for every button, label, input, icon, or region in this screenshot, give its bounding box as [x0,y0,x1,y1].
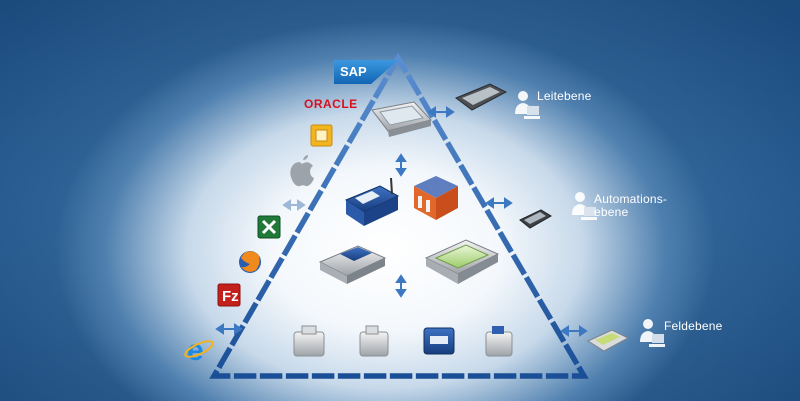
din-rail-module-icon [359,325,389,357]
double-arrow-icon [427,106,455,118]
access-database-icon [310,124,333,147]
double-arrow-icon [485,197,513,209]
person-workstation-icon [640,319,665,347]
filezilla-icon: Fz [217,283,241,307]
double-arrow-icon [395,153,407,177]
firefox-icon [239,251,261,273]
svg-text:e: e [187,334,204,367]
oracle-logo-icon: ORACLE [304,97,358,111]
level-label-feldebene: Feldebene [664,319,723,333]
apple-icon [290,155,314,187]
excel-icon [257,215,281,239]
plc-controller-icon [318,245,387,284]
io-modules-icon [414,176,458,220]
din-rail-module-icon [485,326,513,357]
level-label-leitebene: Leitebene [537,89,592,103]
industrial-pc-icon [424,239,500,284]
pyramid-level-dividers [259,148,533,303]
plc-controller-icon [344,177,400,226]
double-arrow-icon [560,325,588,337]
svg-text:Fz: Fz [222,288,239,305]
pyramid-outline [209,52,589,379]
sap-logo-text: SAP [340,64,367,79]
double-arrow-icon [215,323,243,335]
internet-explorer-icon: e [184,334,214,367]
person-workstation-icon [515,91,540,119]
level-label-automation-line2: ebene [594,205,629,219]
level-label-automation-line1: Automations- [594,192,668,206]
din-rail-module-icon [293,325,325,357]
smartphone-icon [519,209,552,229]
double-arrow-icon [282,199,306,211]
din-rail-module-icon [423,327,455,355]
double-arrow-icon [395,274,407,298]
person-workstation-icon [572,192,597,220]
tablet-icon [454,83,508,111]
touch-panel-icon [371,101,432,137]
oracle-logo-text: ORACLE [304,97,358,111]
pda-icon [586,329,630,352]
